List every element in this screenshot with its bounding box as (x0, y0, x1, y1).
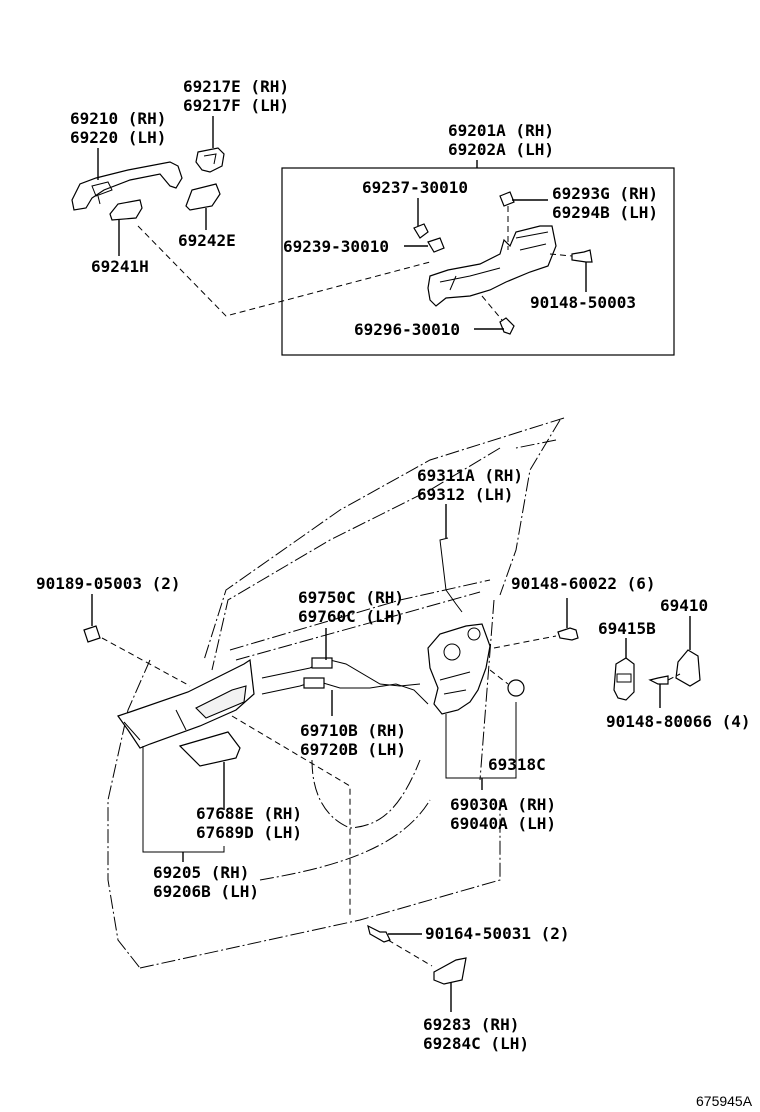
clip-lower-part[interactable] (427, 237, 445, 253)
label-bolt-frame: 69296-30010 (354, 320, 460, 339)
label-frame-assy-rh: 69201A (RH) (448, 121, 554, 140)
striker-group: 69415B 69410 90148-80066 (4) (598, 596, 751, 731)
label-outside-handle-lh: 69220 (LH) (70, 128, 166, 147)
label-cable-lower-rh: 69710B (RH) (300, 721, 406, 740)
label-lock-assy-lh: 69040A (LH) (450, 814, 556, 833)
cable-upper-part[interactable] (261, 659, 421, 687)
label-lock-assy-rh: 69030A (RH) (450, 795, 556, 814)
cables-group: 69750C (RH) 69760C (LH) 69710B (RH) 6972… (261, 588, 429, 759)
inside-handle-group: 67688E (RH) 67689D (LH) 69205 (RH) 69206… (117, 658, 351, 918)
screw-frame-part[interactable] (571, 249, 593, 263)
frame-assembly-group: 69201A (RH) 69202A (LH) 69237-30010 6923… (281, 121, 675, 356)
cable-lower-part[interactable] (261, 681, 429, 705)
rod-group: 69311A (RH) 69312 (LH) (417, 466, 523, 613)
bolt-frame-part[interactable] (499, 317, 515, 335)
label-cable-upper-lh: 69760C (LH) (298, 607, 404, 626)
cover-rear-part[interactable] (499, 191, 515, 207)
label-handle-cap-lh: 69217F (LH) (183, 96, 289, 115)
label-bezel-lh: 67689D (LH) (196, 823, 302, 842)
label-lower-cover-rh: 69283 (RH) (423, 1015, 519, 1034)
label-panel-clip: 90189-05003 (2) (36, 574, 181, 593)
label-lower-cover-lh: 69284C (LH) (423, 1034, 529, 1053)
handle-cap-part[interactable] (195, 147, 225, 173)
label-striker: 69410 (660, 596, 708, 615)
diagram-reference-code: 675945A (696, 1093, 753, 1109)
label-clip-upper: 69237-30010 (362, 178, 468, 197)
label-rod-rh: 69311A (RH) (417, 466, 523, 485)
pad-rear-part[interactable] (185, 183, 221, 211)
label-outside-handle-rh: 69210 (RH) (70, 109, 166, 128)
lower-cover-group: 90164-50031 (2) 69283 (RH) 69284C (LH) (367, 924, 570, 1053)
label-cable-lower-lh: 69720B (LH) (300, 740, 406, 759)
label-screw-cover: 90164-50031 (2) (425, 924, 570, 943)
striker-part[interactable] (675, 649, 701, 687)
label-rod-lh: 69312 (LH) (417, 485, 513, 504)
label-inside-handle-lh: 69206B (LH) (153, 882, 259, 901)
label-cover-rear-lh: 69294B (LH) (552, 203, 658, 222)
lock-assembly-group: 69030A (RH) 69040A (LH) 69318C 90148-600… (427, 574, 656, 833)
rod-part[interactable] (439, 537, 463, 613)
inside-handle-part[interactable] (117, 658, 255, 749)
label-cover-rear-rh: 69293G (RH) (552, 184, 658, 203)
panel-clip-group: 90189-05003 (2) (36, 574, 191, 687)
outside-handle-part[interactable] (71, 161, 183, 211)
label-screw-frame: 90148-50003 (530, 293, 636, 312)
screw-lock-part[interactable] (557, 627, 579, 641)
pad-front-part[interactable] (109, 199, 143, 221)
lock-assembly-part[interactable] (427, 623, 491, 715)
screw-cover-part[interactable] (367, 924, 391, 943)
outside-handle-group: 69210 (RH) 69220 (LH) 69217E (RH) 69217F… (70, 77, 431, 317)
panel-clip-part[interactable] (83, 625, 101, 643)
clip-upper-part[interactable] (413, 223, 429, 239)
frame-part[interactable] (427, 225, 557, 307)
lower-cover-part[interactable] (433, 957, 467, 985)
label-cable-upper-rh: 69750C (RH) (298, 588, 404, 607)
label-screw-lock: 90148-60022 (6) (511, 574, 656, 593)
striker-cover-part[interactable] (613, 657, 635, 701)
dashed-link-handle-frame (137, 225, 431, 317)
frame-assembly-box (281, 167, 675, 356)
label-grommet: 69318C (488, 755, 546, 774)
door-outline (107, 417, 565, 969)
label-pad-front: 69241H (91, 257, 149, 276)
inside-handle-bezel-part[interactable] (178, 731, 241, 767)
label-inside-handle-rh: 69205 (RH) (153, 863, 249, 882)
label-clip-lower: 69239-30010 (283, 237, 389, 256)
label-handle-cap-rh: 69217E (RH) (183, 77, 289, 96)
label-pad-rear: 69242E (178, 231, 236, 250)
label-striker-cover: 69415B (598, 619, 656, 638)
grommet-part[interactable] (507, 679, 525, 697)
label-frame-assy-lh: 69202A (LH) (448, 140, 554, 159)
label-screw-striker: 90148-80066 (4) (606, 712, 751, 731)
screw-striker-part[interactable] (648, 675, 669, 685)
label-bezel-rh: 67688E (RH) (196, 804, 302, 823)
